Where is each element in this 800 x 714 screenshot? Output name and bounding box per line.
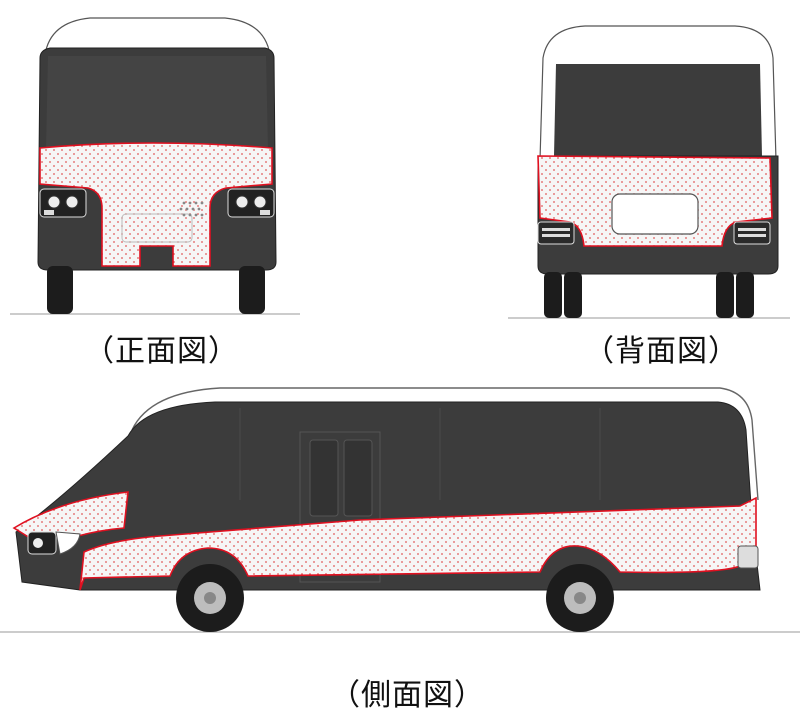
rear-tire-right-outer <box>736 272 754 318</box>
caption-front-view: （正面図） <box>84 334 239 369</box>
side-wrap-area <box>79 496 757 591</box>
rear-plate-window <box>611 193 699 235</box>
front-headlight-right <box>227 188 275 218</box>
front-windshield <box>46 56 268 150</box>
side-view <box>0 387 800 633</box>
rear-taillight-right <box>733 221 771 245</box>
front-roof <box>44 17 271 56</box>
rear-tire-left-outer <box>544 272 562 318</box>
side-taillight <box>737 545 759 569</box>
side-front-wrap-area <box>12 491 129 539</box>
side-door-window-right <box>343 439 373 517</box>
front-plate-outline <box>121 213 193 243</box>
side-door <box>299 431 381 583</box>
front-headlight-left <box>39 188 87 218</box>
rear-taillight-left <box>537 221 575 245</box>
side-wheel-rear <box>546 564 614 632</box>
front-grille <box>179 201 204 217</box>
front-tire-left <box>47 266 73 314</box>
caption-rear-view: （背面図） <box>584 334 739 369</box>
rear-tire-right-inner <box>716 272 734 318</box>
rear-view <box>508 25 790 319</box>
rear-window <box>554 64 762 156</box>
rear-tire-left-inner <box>564 272 582 318</box>
front-tire-right <box>239 266 265 314</box>
side-wheel-front <box>176 564 244 632</box>
caption-side-view: （側面図） <box>330 678 485 713</box>
front-view <box>10 17 300 315</box>
front-wrap-area <box>39 142 273 267</box>
side-door-window-left <box>309 439 339 517</box>
side-headlight <box>27 531 81 555</box>
